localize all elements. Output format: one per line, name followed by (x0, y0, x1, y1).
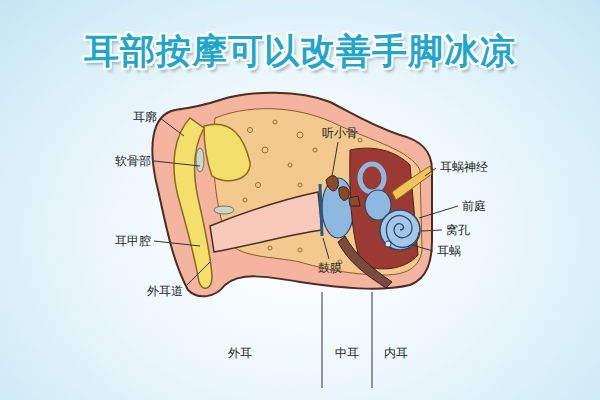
ossicles (326, 176, 360, 206)
region-label: 中耳 (335, 346, 359, 360)
cartilage-piece (196, 148, 204, 172)
part-label: 软骨部 (115, 154, 151, 168)
cartilage (204, 124, 250, 181)
round-window (385, 241, 391, 247)
semicircular-canal (360, 164, 384, 192)
part-label: 窝孔 (446, 223, 470, 237)
part-label: 耳廓 (133, 110, 157, 124)
region-label: 外耳 (228, 346, 252, 360)
inner-ear-region (350, 148, 418, 269)
ear-tissue (152, 93, 432, 297)
ear-canal (210, 192, 322, 252)
region-label: 内耳 (384, 346, 408, 360)
cochlea (380, 210, 420, 250)
title: 耳部按摩可以改善手脚冰凉 (84, 30, 516, 72)
part-label: 鼓膜 (318, 261, 342, 275)
cochlear-nerve (392, 166, 432, 200)
eardrum (320, 184, 322, 236)
cochlea-spiral (386, 216, 419, 248)
eustachian-tube (338, 236, 392, 288)
part-label: 前庭 (462, 199, 486, 213)
leader-lines (154, 118, 458, 388)
part-label: 耳蜗神经 (440, 160, 488, 174)
cartilage-piece (214, 206, 234, 214)
part-label: 耳蜗 (437, 244, 461, 258)
part-label: 耳甲腔 (115, 234, 151, 248)
part-label: 听小骨 (322, 126, 358, 140)
part-label: 外耳道 (147, 284, 183, 298)
